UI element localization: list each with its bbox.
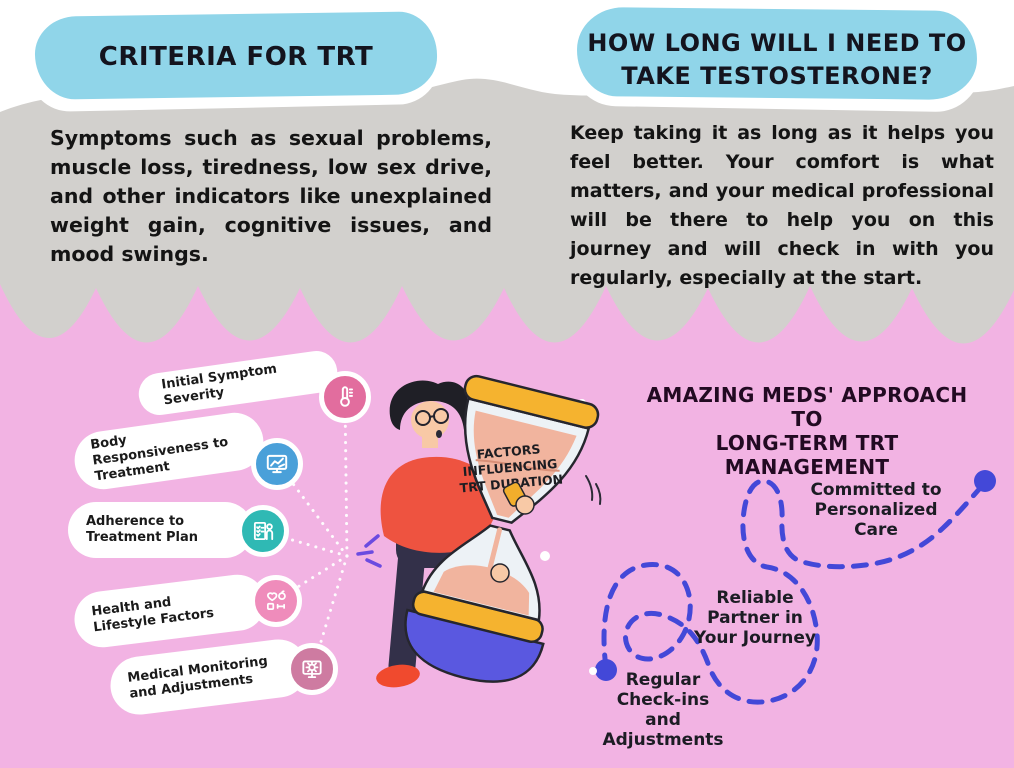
approach-title-line1: AMAZING MEDS' APPROACH TO: [646, 383, 968, 431]
healthy-lifestyle-icon: [250, 575, 302, 627]
approach-title: AMAZING MEDS' APPROACH TO LONG-TERM TRT …: [642, 383, 972, 479]
person-hands: [490, 481, 535, 583]
cloud-background: [0, 78, 1014, 344]
journey-end-dot: [974, 470, 996, 492]
factor-pill: Adherence to Treatment Plan: [68, 502, 253, 558]
howlong-body: Keep taking it as long as it helps you f…: [570, 122, 994, 289]
factor-label: Body Responsiveness to Treatment: [89, 432, 230, 485]
person-hourglass-illustration: FACTORS INFLUENCING TRT DURATION: [376, 374, 602, 688]
howlong-title: HOW LONG WILL I NEED TO TAKE TESTOSTERON…: [577, 27, 977, 93]
factor-label: Initial Symptom Severity: [160, 361, 278, 409]
approach-title-line2: LONG-TERM TRT MANAGEMENT: [715, 431, 899, 479]
hourglass-icon: [404, 374, 600, 683]
factor-label: Adherence to Treatment Plan: [86, 513, 199, 545]
monitor-chart-icon: [251, 438, 303, 490]
journey-step-label: Regular Check-ins and Adjustments: [602, 670, 724, 750]
factor-pill: Medical Monitoring and Adjustments: [107, 636, 311, 718]
factor-pill: Health and Lifestyle Factors: [71, 571, 269, 651]
journey-step-label: Reliable Partner in Your Journey: [693, 588, 817, 648]
thermometer-icon: [319, 371, 371, 423]
factor-label: Medical Monitoring and Adjustments: [126, 653, 269, 702]
person-head: [389, 380, 473, 448]
hourglass-caption-line1: FACTORS: [476, 441, 541, 461]
factor-pill: Body Responsiveness to Treatment: [70, 409, 268, 493]
factor-label: Health and Lifestyle Factors: [90, 594, 215, 636]
monitor-gear-icon: [286, 643, 338, 695]
howlong-title-line1: HOW LONG WILL I NEED TO: [587, 29, 967, 57]
criteria-body: Symptoms such as sexual problems, muscle…: [50, 126, 492, 266]
clipboard-checklist-icon: [237, 505, 289, 557]
criteria-title: CRITERIA FOR TRT: [98, 42, 374, 72]
journey-step-label: Committed to Personalized Care: [810, 480, 942, 540]
howlong-title-line2: TAKE TESTOSTERONE?: [621, 62, 933, 90]
motion-marks: [585, 475, 602, 505]
